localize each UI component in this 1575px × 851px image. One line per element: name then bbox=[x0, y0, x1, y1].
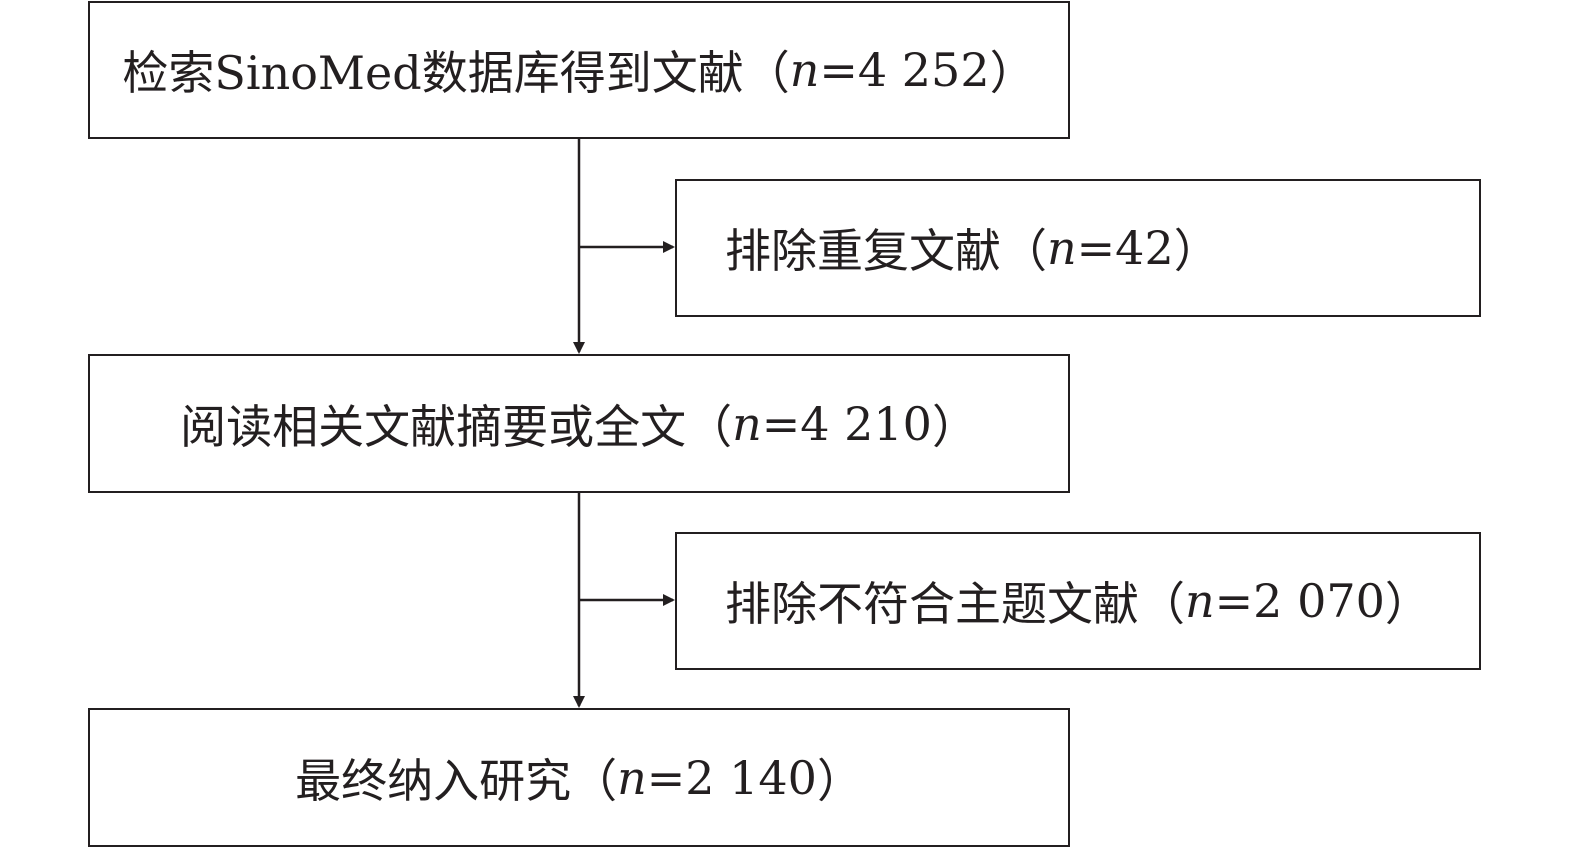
box-read-abstracts-var: n bbox=[732, 396, 762, 451]
box-final-included: 最终纳入研究（n=2 140） bbox=[88, 708, 1070, 847]
box-read-abstracts-value: =4 210 bbox=[761, 396, 932, 451]
box-exclude-duplicates-var: n bbox=[1047, 221, 1077, 275]
box-search-sinomed-suffix: ） bbox=[989, 46, 1036, 100]
box-exclude-off-topic: 排除不符合主题文献（n=2 070） bbox=[675, 532, 1481, 670]
box-search-sinomed: 检索SinoMed数据库得到文献（n=4 252） bbox=[88, 1, 1070, 139]
box-exclude-off-topic-var: n bbox=[1185, 574, 1215, 628]
box-exclude-off-topic-suffix: ） bbox=[1384, 577, 1431, 631]
box-read-abstracts-prefix: 阅读相关文献摘要或全文（ bbox=[180, 399, 733, 454]
box-final-included-value: =2 140 bbox=[646, 750, 817, 805]
box-final-included-prefix: 最终纳入研究（ bbox=[295, 753, 618, 808]
box-read-abstracts-suffix: ） bbox=[931, 399, 978, 454]
box-search-sinomed-prefix: 检索SinoMed数据库得到文献（ bbox=[122, 46, 790, 100]
box-search-sinomed-value: =4 252 bbox=[819, 43, 990, 97]
box-search-sinomed-var: n bbox=[789, 43, 820, 97]
box-exclude-duplicates: 排除重复文献（n=42） bbox=[675, 179, 1481, 317]
box-exclude-duplicates-prefix: 排除重复文献（ bbox=[725, 224, 1047, 278]
box-final-included-suffix: ） bbox=[816, 753, 863, 808]
box-exclude-off-topic-value: =2 070 bbox=[1214, 574, 1385, 628]
box-exclude-duplicates-value: =42 bbox=[1076, 221, 1174, 275]
box-final-included-var: n bbox=[617, 750, 647, 805]
box-exclude-off-topic-prefix: 排除不符合主题文献（ bbox=[725, 577, 1185, 631]
box-exclude-duplicates-suffix: ） bbox=[1173, 224, 1220, 278]
box-read-abstracts: 阅读相关文献摘要或全文（n=4 210） bbox=[88, 354, 1070, 493]
